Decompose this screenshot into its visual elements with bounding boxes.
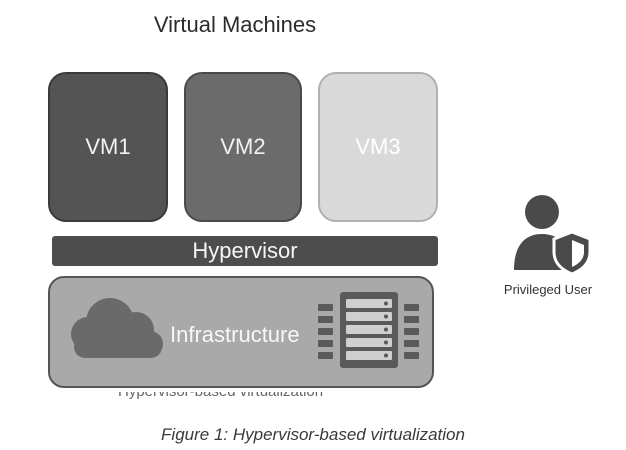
server-rack-icon — [318, 292, 419, 368]
privileged-user-label: Privileged User — [503, 282, 593, 297]
infrastructure-label: Infrastructure — [170, 322, 300, 347]
figure-caption: Figure 1: Hypervisor-based virtualizatio… — [161, 425, 465, 444]
vm1-box: VM1 — [48, 72, 168, 222]
vm3-box: VM3 — [318, 72, 438, 222]
truncated-label: Hypervisor-based virtualization — [118, 392, 368, 402]
vm1-label: VM1 — [85, 134, 131, 159]
vm3-label: VM3 — [355, 134, 401, 159]
privileged-user-icon — [514, 195, 592, 274]
vm2-label: VM2 — [220, 134, 266, 159]
cloud-icon — [71, 298, 163, 358]
diagram-title: Virtual Machines — [153, 12, 317, 37]
hypervisor-label: Hypervisor — [192, 238, 298, 263]
vm2-box: VM2 — [184, 72, 302, 222]
hypervisor-bar: Hypervisor — [52, 236, 438, 266]
